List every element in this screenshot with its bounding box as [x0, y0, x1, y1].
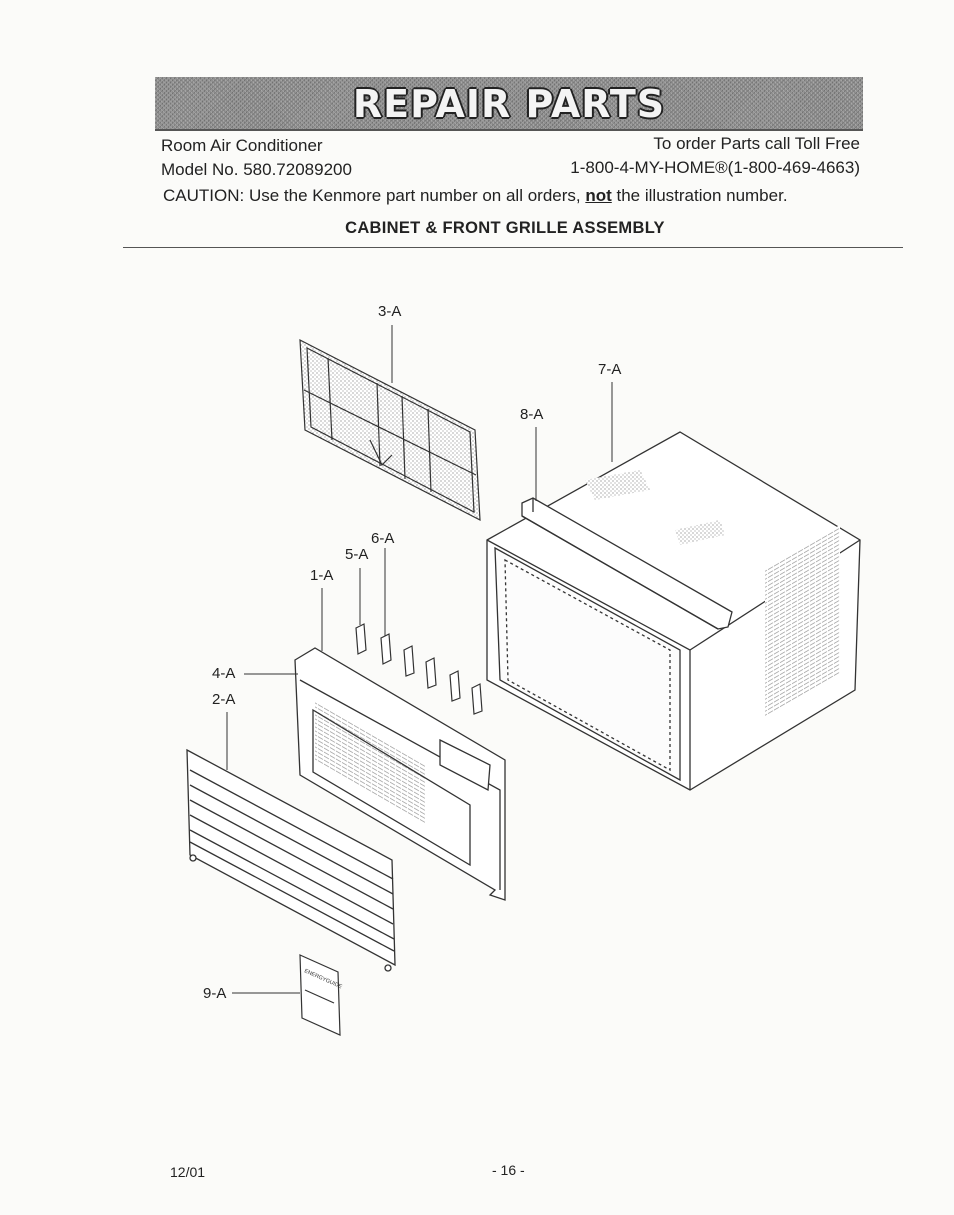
top-rail	[521, 497, 733, 630]
order-instruction: To order Parts call Toll Free	[653, 134, 860, 153]
product-name: Room Air Conditioner	[161, 136, 323, 155]
cabinet	[486, 431, 861, 791]
caution-prefix: CAUTION: Use the Kenmore part number on …	[163, 186, 586, 205]
front-grille	[186, 748, 396, 972]
callout-6a: 6-A	[371, 530, 395, 547]
section-title: CABINET & FRONT GRILLE ASSEMBLY	[345, 219, 665, 237]
model-number: Model No. 580.72089200	[161, 160, 352, 179]
callout-4a: 4-A	[212, 665, 236, 682]
callout-8a: 8-A	[520, 406, 544, 423]
callout-2a: 2-A	[212, 691, 236, 708]
caution-suffix: the illustration number.	[611, 186, 788, 205]
caution-emphasis: not	[585, 186, 612, 205]
callout-leaders	[226, 325, 613, 994]
front-panel	[294, 647, 506, 901]
mounting-clips	[355, 623, 483, 715]
callout-3a: 3-A	[378, 303, 402, 320]
energyguide-label: ENERGYGUIDE	[299, 954, 343, 1036]
banner-title: REPAIR PARTS	[352, 82, 666, 126]
caution-note: CAUTION: Use the Kenmore part number on …	[163, 186, 788, 206]
callout-7a: 7-A	[598, 361, 622, 378]
order-phone: 1-800-4-MY-HOME®(1-800-469-4663)	[570, 158, 860, 177]
repair-parts-banner: REPAIR PARTS	[155, 77, 863, 131]
callout-9a: 9-A	[203, 985, 227, 1002]
callout-1a: 1-A	[310, 567, 334, 584]
callout-5a: 5-A	[345, 546, 369, 563]
footer-date: 12/01	[170, 1164, 206, 1180]
header-divider	[123, 247, 903, 248]
page-number: - 16 -	[492, 1162, 525, 1178]
air-filter	[299, 338, 481, 522]
